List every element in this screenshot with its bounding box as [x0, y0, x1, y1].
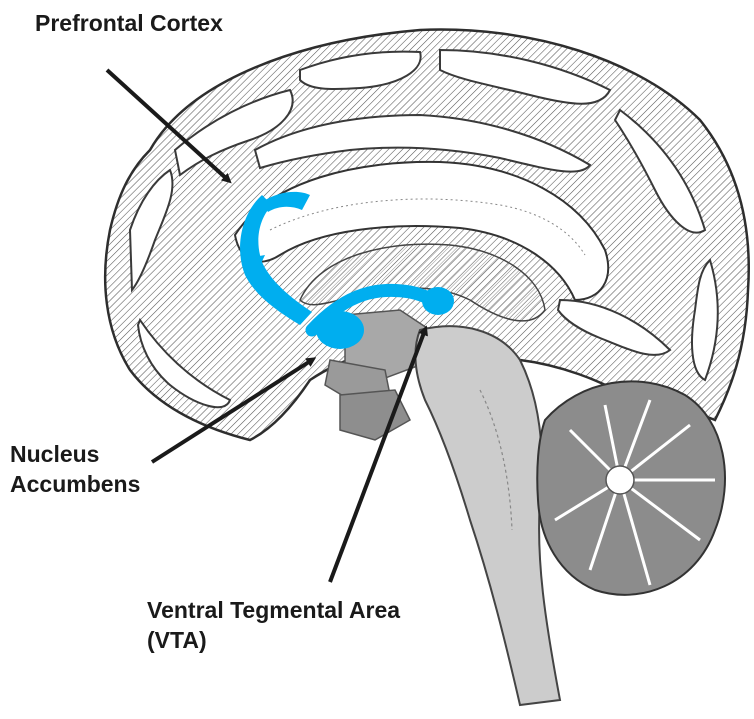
label-vta-line2: (VTA)	[147, 625, 400, 655]
label-nucleus-accumbens-line1: Nucleus	[10, 439, 140, 469]
label-vta: Ventral Tegmental Area (VTA)	[147, 595, 400, 655]
label-prefrontal-cortex: Prefrontal Cortex	[35, 8, 223, 38]
cerebellum	[537, 381, 725, 594]
label-nucleus-accumbens: Nucleus Accumbens	[10, 439, 140, 499]
brainstem	[415, 326, 560, 705]
label-vta-line1: Ventral Tegmental Area	[147, 595, 400, 625]
label-prefrontal-cortex-text: Prefrontal Cortex	[35, 10, 223, 36]
label-nucleus-accumbens-line2: Accumbens	[10, 469, 140, 499]
